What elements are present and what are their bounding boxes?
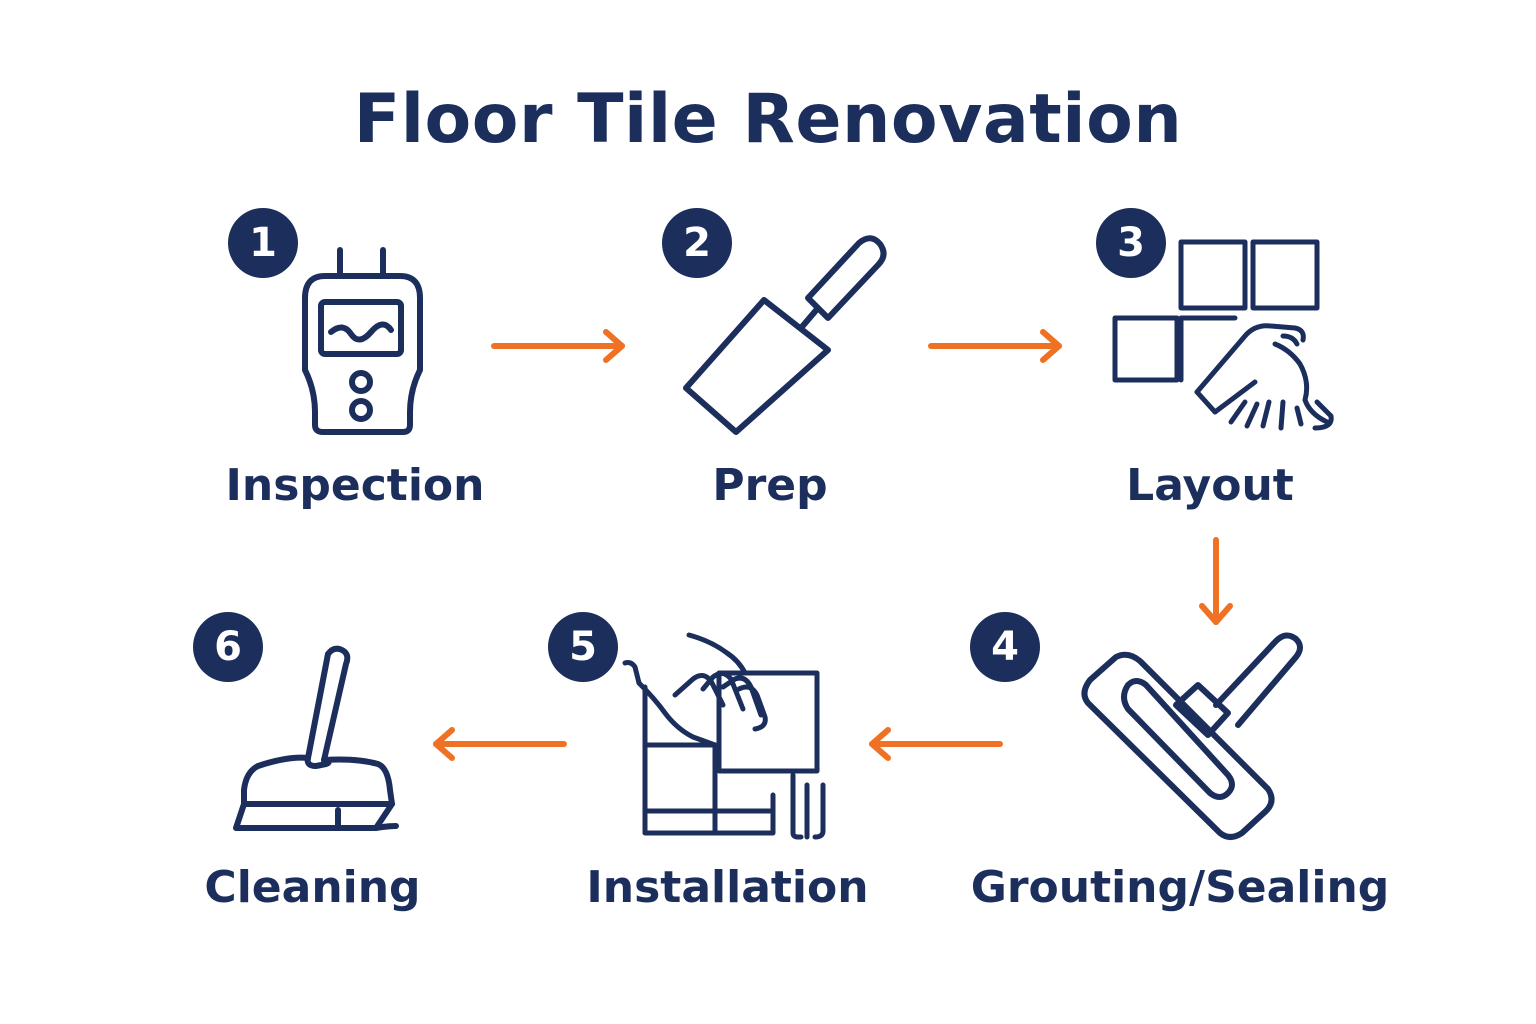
step-3-badge: 3 [1096, 208, 1166, 278]
step-5-badge: 5 [548, 612, 618, 682]
step-2-label: Prep [712, 460, 828, 511]
step-4-badge: 4 [970, 612, 1040, 682]
grout-float-icon [1081, 632, 1303, 840]
step-1-badge: 1 [228, 208, 298, 278]
trowel-icon [683, 235, 887, 435]
arrow-step-5-to-6 [433, 727, 567, 761]
broom-icon [233, 645, 399, 831]
moisture-meter-icon [302, 247, 423, 435]
arrow-step-2-to-3 [928, 329, 1062, 363]
tile-layout-hand-icon [1112, 239, 1334, 431]
arrow-step-4-to-5 [869, 727, 1003, 761]
step-6-badge: 6 [193, 612, 263, 682]
step-1-label: Inspection [225, 460, 485, 511]
arrow-step-3-to-4 [1199, 537, 1233, 625]
arrow-step-1-to-2 [491, 329, 625, 363]
diagram-title: Floor Tile Renovation [353, 80, 1183, 159]
step-5-label: Installation [586, 862, 869, 913]
step-2-badge: 2 [662, 208, 732, 278]
step-4-label: Grouting/Sealing [970, 862, 1390, 913]
tile-placement-hand-icon [622, 632, 826, 840]
step-6-label: Cleaning [204, 862, 421, 913]
step-3-label: Layout [1126, 460, 1294, 511]
